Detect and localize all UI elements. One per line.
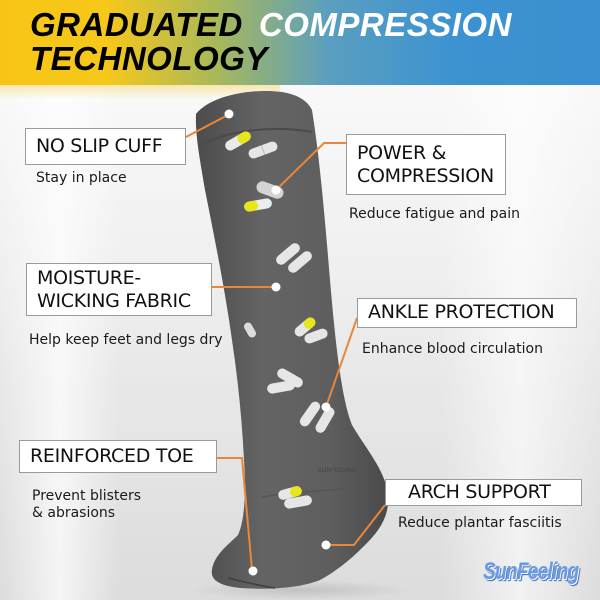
feature-title-arch-support: ARCH SUPPORT bbox=[385, 479, 582, 506]
leader-no-slip-cuff bbox=[185, 114, 229, 138]
capsule-pattern bbox=[225, 131, 335, 509]
feature-desc-power-compression: Reduce fatigue and pain bbox=[349, 206, 520, 223]
feature-title-text: MOISTURE- bbox=[37, 267, 141, 289]
leader-ankle-protection bbox=[325, 317, 358, 408]
feature-desc-text: Reduce fatigue and pain bbox=[349, 206, 520, 222]
feature-title-text: ANKLE PROTECTION bbox=[368, 301, 555, 323]
leader-lines bbox=[185, 114, 386, 571]
feature-desc-arch-support: Reduce plantar fasciitis bbox=[398, 515, 562, 532]
leader-reinforced-toe bbox=[217, 457, 253, 571]
feature-title-ankle-protection: ANKLE PROTECTION bbox=[357, 298, 577, 328]
header-banner: GRADUATED COMPRESSION TECHNOLOGY bbox=[0, 0, 600, 85]
feature-desc-text: Stay in place bbox=[36, 170, 127, 186]
feature-title-text: WICKING FABRIC bbox=[37, 290, 191, 312]
feature-desc-text: Help keep feet and legs dry bbox=[29, 332, 223, 348]
brand-logo: SunFeeling bbox=[483, 558, 579, 585]
feature-title-text: NO SLIP CUFF bbox=[36, 135, 163, 157]
feature-desc-ankle-protection: Enhance blood circulation bbox=[362, 341, 543, 358]
feature-title-text: COMPRESSION bbox=[357, 165, 494, 187]
svg-text:SUNFEELING: SUNFEELING bbox=[318, 467, 356, 474]
feature-title-power-compression: POWER & COMPRESSION bbox=[346, 134, 506, 195]
feature-title-text: REINFORCED TOE bbox=[30, 445, 194, 467]
headline-line-2: TECHNOLOGY bbox=[30, 40, 268, 77]
headline-word-graduated: GRADUATED bbox=[30, 6, 243, 43]
banner-glow bbox=[0, 85, 280, 99]
sock-body bbox=[195, 90, 389, 589]
feature-title-text: ARCH SUPPORT bbox=[408, 481, 551, 503]
leader-power-compression bbox=[275, 142, 346, 191]
feature-title-reinforced-toe: REINFORCED TOE bbox=[19, 440, 217, 473]
feature-desc-text: & abrasions bbox=[32, 505, 116, 521]
feature-desc-reinforced-toe: Prevent blisters & abrasions bbox=[32, 488, 141, 522]
feature-desc-text: Prevent blisters bbox=[32, 488, 142, 504]
headline-line-1: GRADUATED COMPRESSION bbox=[30, 8, 512, 41]
feature-title-text: POWER & bbox=[357, 142, 447, 164]
feature-desc-text: Enhance blood circulation bbox=[362, 341, 543, 357]
feature-desc-no-slip-cuff: Stay in place bbox=[36, 170, 127, 187]
feature-markers bbox=[224, 109, 331, 576]
feature-desc-text: Reduce plantar fasciitis bbox=[398, 515, 562, 531]
leader-arch-support bbox=[326, 504, 386, 546]
feature-desc-moisture-wicking: Help keep feet and legs dry bbox=[29, 332, 222, 349]
feature-title-moisture-wicking: MOISTURE- WICKING FABRIC bbox=[26, 263, 212, 316]
headline-word-compression: COMPRESSION bbox=[258, 6, 512, 43]
feature-title-no-slip-cuff: NO SLIP CUFF bbox=[25, 128, 186, 165]
